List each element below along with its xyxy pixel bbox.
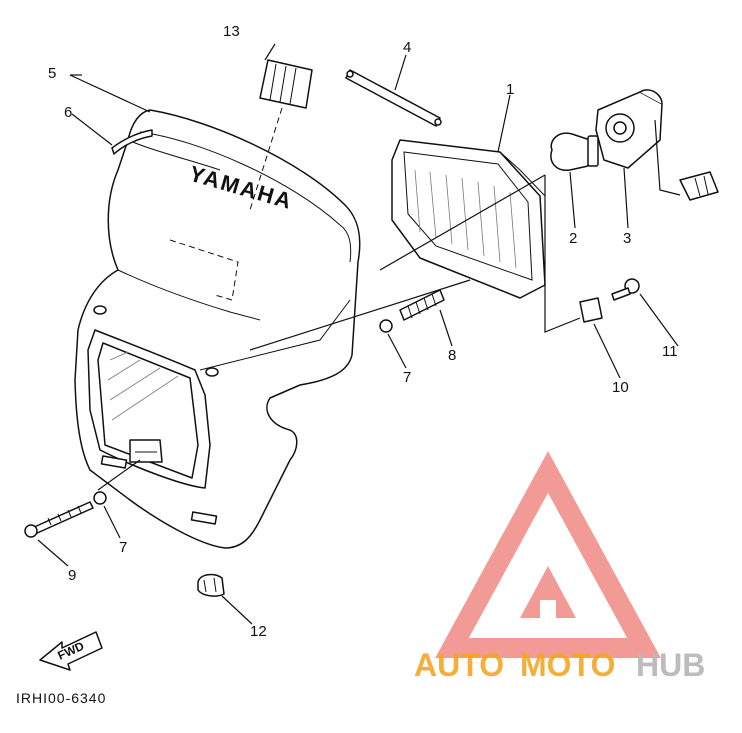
screw-part — [611, 278, 640, 301]
callout-8: 8 — [448, 347, 456, 364]
nut-part-upper — [379, 319, 393, 333]
bolt-part — [24, 501, 94, 538]
leader-lines — [37, 43, 679, 625]
callout-6: 6 — [64, 104, 72, 121]
callout-2: 2 — [569, 230, 577, 247]
callout-10: 10 — [612, 379, 629, 396]
callout-3: 3 — [623, 230, 631, 247]
forward-arrow-icon: FWD — [39, 631, 103, 671]
grommet-part — [197, 573, 225, 597]
socket-part — [595, 89, 719, 201]
emblem-block-part — [249, 59, 313, 211]
callout-7-lower: 7 — [119, 539, 127, 556]
headlight-cowl: YAMAHA — [74, 109, 361, 549]
watermark-auto: AUTO — [414, 647, 504, 683]
callout-11: 11 — [662, 343, 678, 360]
watermark-hub: HUB — [636, 647, 705, 683]
bulb-part — [550, 132, 599, 171]
callout-7-upper: 7 — [403, 369, 411, 386]
automotohub-watermark: AUTO MOTO HUB — [414, 647, 705, 683]
callout-4: 4 — [403, 39, 411, 56]
watermark-moto: MOTO — [520, 647, 615, 683]
automotohub-logo-mark — [435, 451, 661, 658]
callout-5: 5 — [48, 65, 56, 82]
assembly-guide-lines — [97, 174, 581, 491]
callout-9: 9 — [68, 567, 76, 584]
nut-part-lower — [93, 491, 107, 505]
callout-13: 13 — [223, 23, 240, 40]
headlight-strap-part — [345, 69, 442, 127]
callout-12: 12 — [250, 623, 267, 640]
nut-plate-part — [579, 297, 603, 323]
adjusting-spring-part — [399, 289, 445, 321]
figure-code: IRHI00-6340 — [16, 690, 106, 706]
callout-1: 1 — [506, 81, 514, 98]
